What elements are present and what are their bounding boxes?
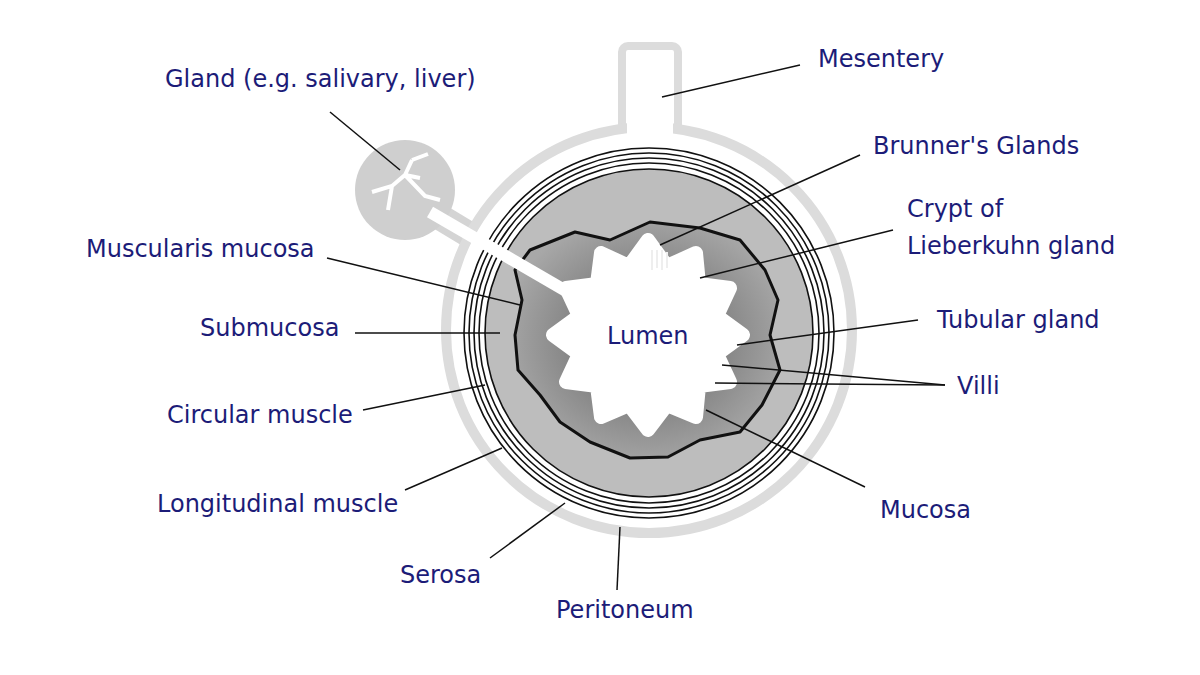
leader-line bbox=[327, 258, 520, 305]
leader-line bbox=[490, 503, 565, 558]
leader-line bbox=[715, 383, 945, 385]
part-label: Lumen bbox=[607, 318, 689, 355]
leader-line bbox=[660, 155, 860, 245]
part-label: Brunner's Glands bbox=[873, 128, 1079, 165]
part-label: Crypt of Lieberkuhn gland bbox=[907, 191, 1142, 265]
leader-line bbox=[662, 65, 800, 97]
leader-lines bbox=[327, 65, 945, 590]
muscle-ring bbox=[469, 153, 829, 513]
part-label: Serosa bbox=[400, 557, 481, 594]
muscle-ring bbox=[474, 158, 824, 508]
leader-line bbox=[737, 320, 918, 345]
leader-line bbox=[330, 112, 400, 170]
leader-line bbox=[355, 332, 500, 334]
part-label: Tubular gland bbox=[937, 302, 1100, 339]
leader-line bbox=[722, 365, 945, 385]
mesentery-opening bbox=[627, 100, 673, 140]
leader-line bbox=[405, 448, 502, 490]
gland-ducts bbox=[372, 154, 440, 210]
submucosa-disc bbox=[485, 169, 813, 497]
muscle-ring bbox=[464, 148, 834, 518]
leader-line bbox=[700, 230, 893, 278]
muscle-ring bbox=[479, 163, 819, 503]
part-label: Submucosa bbox=[200, 310, 339, 347]
part-label: Peritoneum bbox=[556, 592, 694, 629]
mucosa-shape bbox=[515, 222, 780, 458]
leader-line bbox=[363, 385, 485, 410]
leader-line bbox=[617, 527, 620, 590]
part-label: Villi bbox=[957, 368, 1000, 405]
part-label: Mesentery bbox=[818, 41, 944, 78]
part-label: Gland (e.g. salivary, liver) bbox=[165, 61, 476, 98]
brunner-glands bbox=[652, 250, 667, 270]
serosa-ring bbox=[446, 127, 852, 533]
lumen-shape bbox=[553, 240, 743, 430]
leader-line bbox=[706, 410, 865, 487]
part-label: Longitudinal muscle bbox=[157, 486, 398, 523]
gland-body bbox=[355, 140, 455, 240]
part-label: Circular muscle bbox=[167, 397, 353, 434]
part-label: Mucosa bbox=[880, 492, 971, 529]
part-label: Muscularis mucosa bbox=[86, 231, 315, 268]
